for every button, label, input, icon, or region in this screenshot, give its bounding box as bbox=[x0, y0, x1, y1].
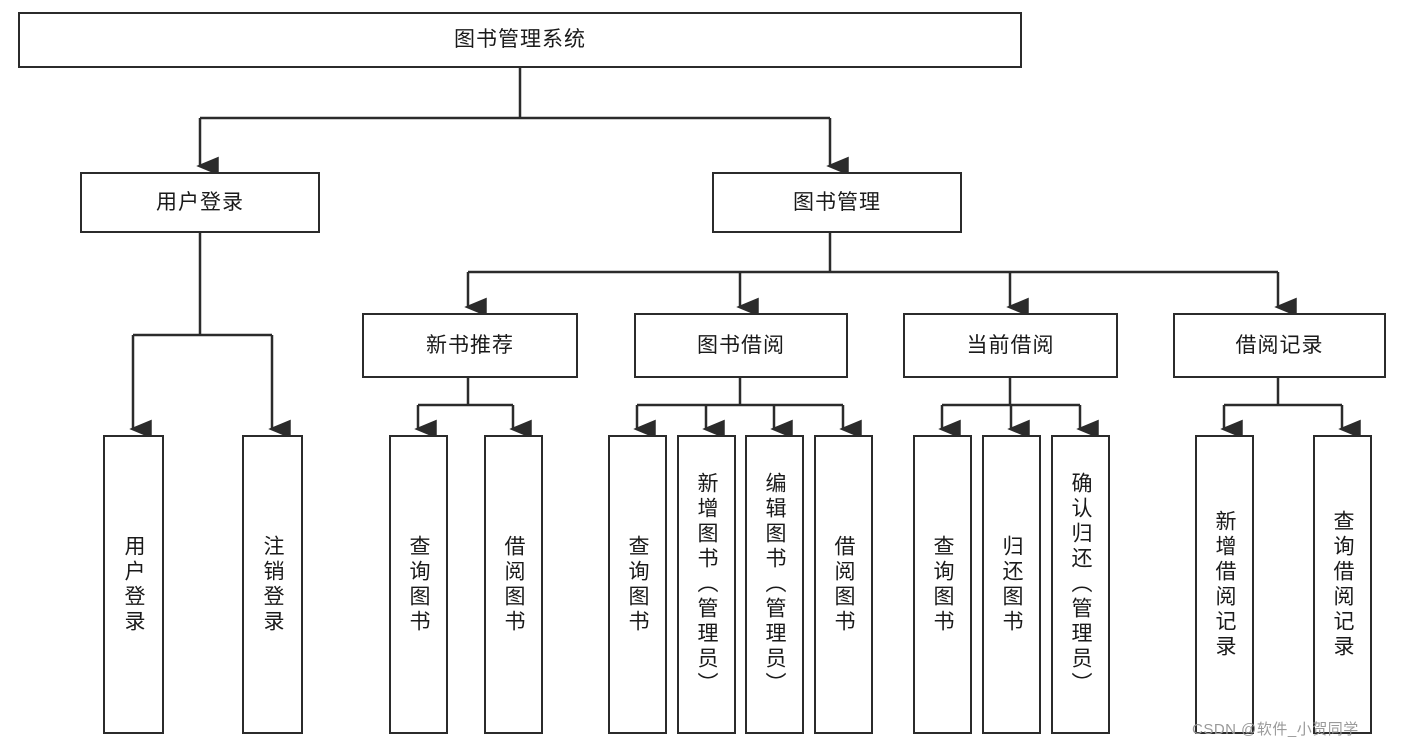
node-label: 借阅图书 bbox=[832, 534, 855, 635]
node-book-management[interactable]: 图书管理 bbox=[712, 172, 962, 233]
node-new-book-recommend[interactable]: 新书推荐 bbox=[362, 313, 578, 378]
node-label: 用户登录 bbox=[122, 534, 145, 635]
leaf-borrow-add-book-admin[interactable]: 新增图书（管理员） bbox=[677, 435, 736, 734]
node-user-login[interactable]: 用户登录 bbox=[80, 172, 320, 233]
node-current-borrow[interactable]: 当前借阅 bbox=[903, 313, 1118, 378]
csdn-watermark: CSDN @软件_小贺同学 bbox=[1192, 721, 1359, 738]
leaf-current-confirm-return-admin[interactable]: 确认归还（管理员） bbox=[1051, 435, 1110, 734]
node-borrow-record[interactable]: 借阅记录 bbox=[1173, 313, 1386, 378]
leaf-current-query-book[interactable]: 查询图书 bbox=[913, 435, 972, 734]
node-label: 新增借阅记录 bbox=[1213, 509, 1236, 660]
node-label: 编辑图书（管理员） bbox=[763, 472, 786, 697]
leaf-newbook-query-book[interactable]: 查询图书 bbox=[389, 435, 448, 734]
node-label: 查询图书 bbox=[931, 534, 954, 635]
leaf-user-login-signin[interactable]: 用户登录 bbox=[103, 435, 164, 734]
leaf-borrow-query-book[interactable]: 查询图书 bbox=[608, 435, 667, 734]
node-label: 图书借阅 bbox=[697, 333, 785, 357]
leaf-borrow-edit-book-admin[interactable]: 编辑图书（管理员） bbox=[745, 435, 804, 734]
node-label: 新书推荐 bbox=[426, 333, 514, 357]
node-label: 当前借阅 bbox=[966, 333, 1055, 357]
node-label: 用户登录 bbox=[156, 190, 244, 214]
node-label: 注销登录 bbox=[261, 534, 284, 635]
node-root-system[interactable]: 图书管理系统 bbox=[18, 12, 1022, 68]
leaf-newbook-borrow-book[interactable]: 借阅图书 bbox=[484, 435, 543, 734]
node-label: 归还图书 bbox=[1000, 534, 1023, 635]
node-label: 图书管理系统 bbox=[454, 28, 586, 52]
leaf-user-login-signout[interactable]: 注销登录 bbox=[242, 435, 303, 734]
leaf-current-return-book[interactable]: 归还图书 bbox=[982, 435, 1041, 734]
leaf-borrow-borrow-book[interactable]: 借阅图书 bbox=[814, 435, 873, 734]
leaf-record-add-record[interactable]: 新增借阅记录 bbox=[1195, 435, 1254, 734]
leaf-record-query-record[interactable]: 查询借阅记录 bbox=[1313, 435, 1372, 734]
node-label: 确认归还（管理员） bbox=[1069, 472, 1092, 697]
node-label: 查询图书 bbox=[407, 534, 430, 635]
node-label: 新增图书（管理员） bbox=[695, 472, 718, 697]
node-label: 图书管理 bbox=[793, 190, 881, 214]
node-label: 查询图书 bbox=[626, 534, 649, 635]
node-book-borrow[interactable]: 图书借阅 bbox=[634, 313, 848, 378]
node-label: 查询借阅记录 bbox=[1331, 509, 1354, 660]
node-label: 借阅记录 bbox=[1235, 333, 1324, 357]
node-label: 借阅图书 bbox=[502, 534, 525, 635]
